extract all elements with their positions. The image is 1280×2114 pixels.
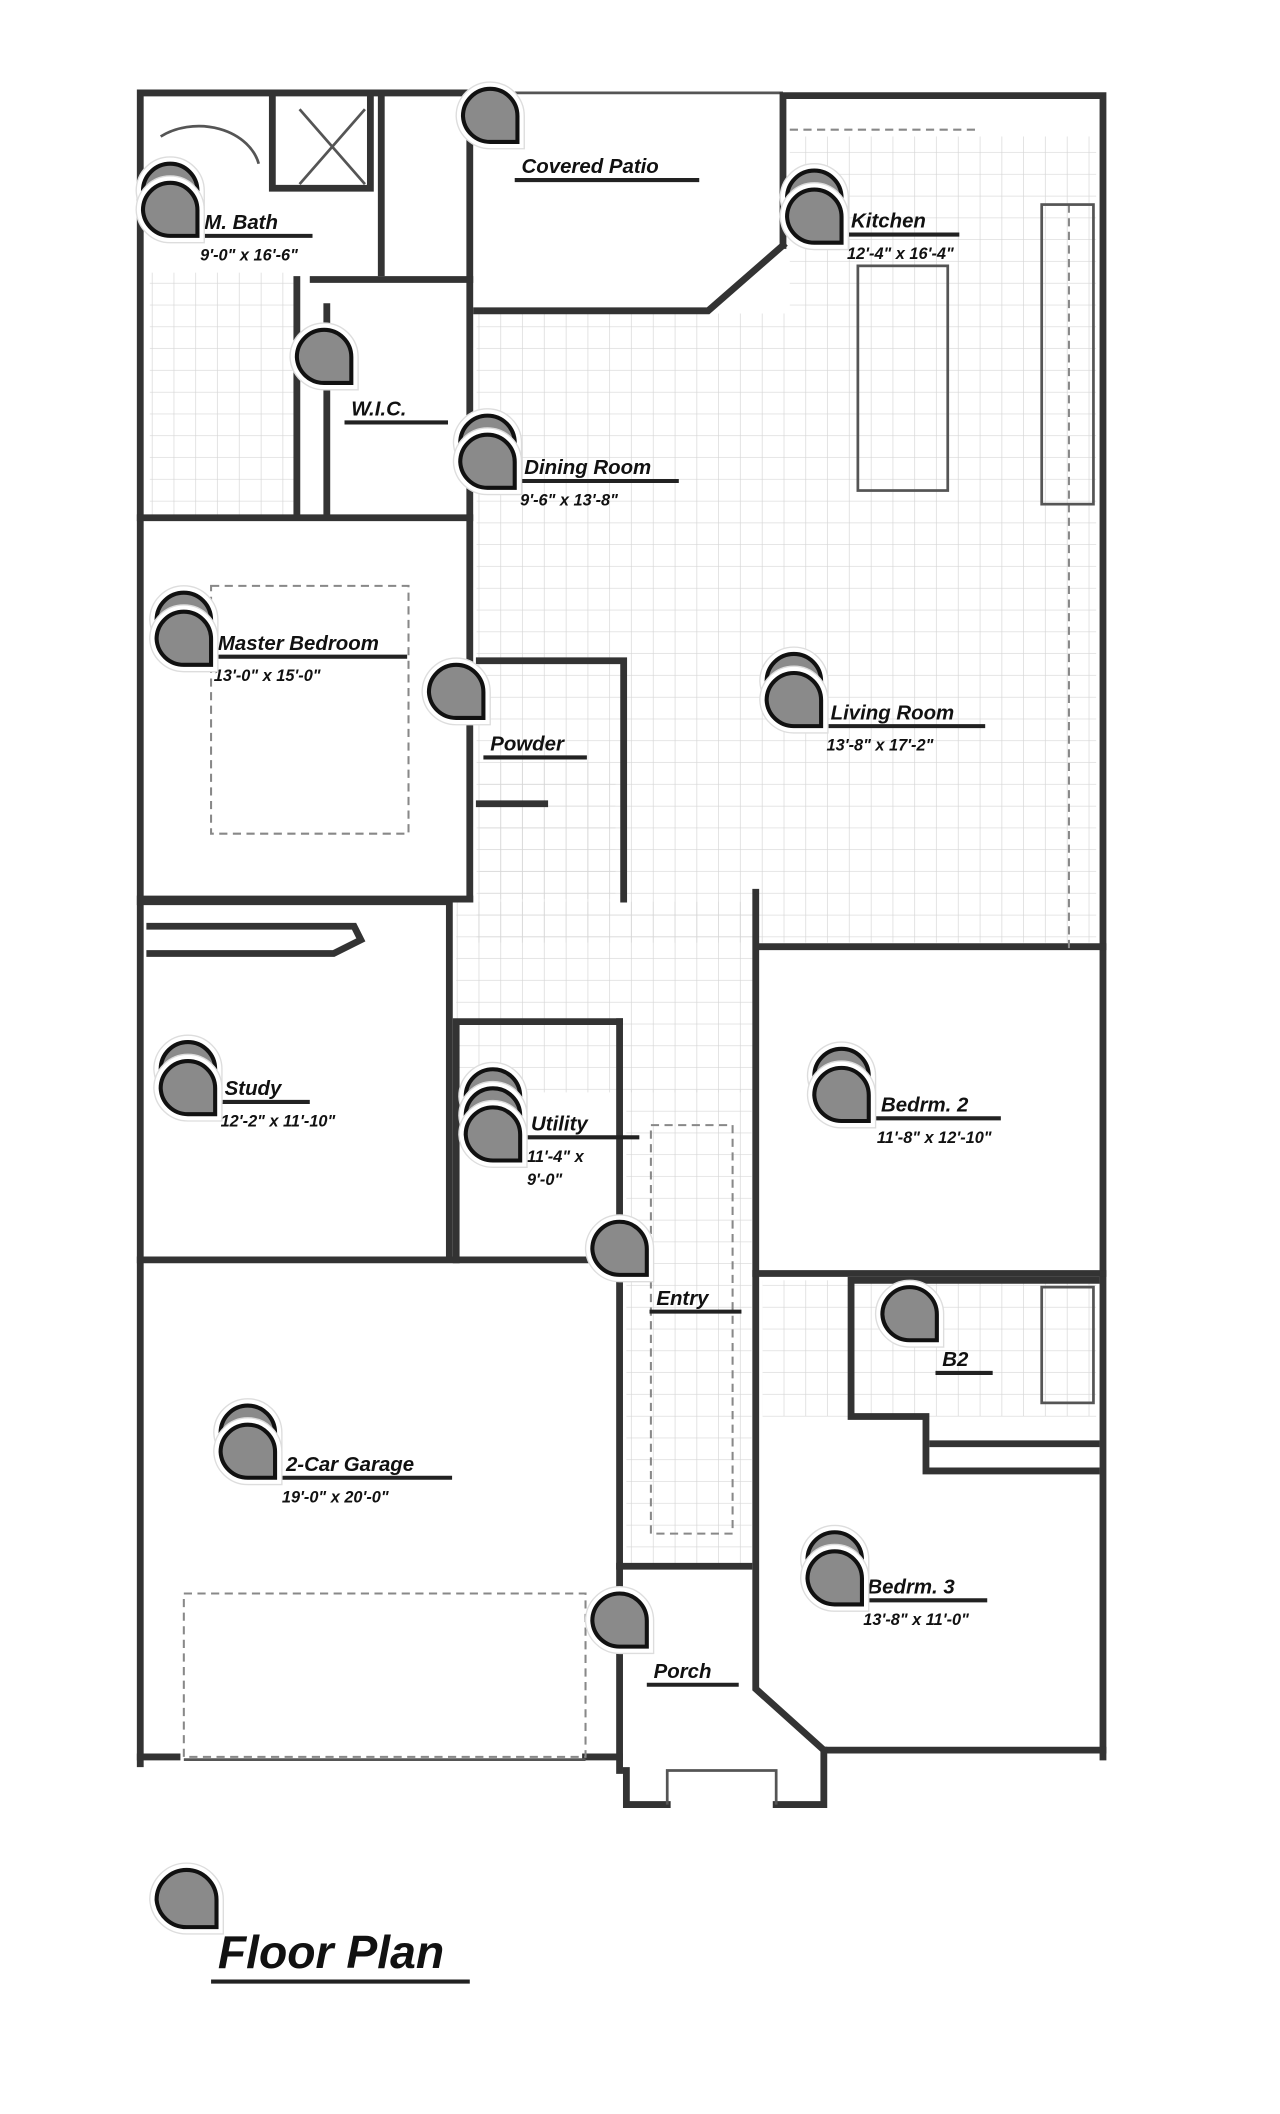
room-dimensions: 13'-8" x 11'-0" xyxy=(863,1611,969,1629)
room-name: 2-Car Garage xyxy=(285,1454,414,1476)
room-name: Bedrm. 2 xyxy=(881,1094,969,1116)
room-wic: W.I.C. xyxy=(289,322,448,425)
room-dimensions: 9'-6" x 13'-8" xyxy=(520,492,618,510)
room-bedrm-2: Bedrm. 2 11'-8" x 12'-10" xyxy=(806,1041,1001,1147)
room-name: Powder xyxy=(490,734,565,756)
photo-marker-icon xyxy=(149,1862,224,1935)
photo-marker-icon[interactable] xyxy=(455,81,525,150)
room-entry: Entry xyxy=(584,1214,742,1314)
room-dimensions: 11'-8" x 12'-10" xyxy=(877,1129,992,1147)
room-name: Study xyxy=(225,1078,283,1100)
room-utility: Utility 11'-4" x 9'-0" xyxy=(458,1061,640,1189)
room-powder: Powder xyxy=(421,657,587,760)
photo-marker-icon[interactable] xyxy=(759,665,829,734)
room-name: W.I.C. xyxy=(351,399,406,421)
room-dimensions: 12'-2" x 11'-10" xyxy=(221,1112,336,1130)
room-b2: B2 xyxy=(874,1279,993,1375)
legend: Floor Plan xyxy=(149,1862,470,1984)
walls xyxy=(136,89,1107,1808)
photo-marker-icon[interactable] xyxy=(584,1586,655,1655)
room-dimensions-line2: 9'-0" xyxy=(527,1171,562,1189)
photo-marker-icon[interactable] xyxy=(289,322,359,391)
photo-marker-icon[interactable] xyxy=(458,1099,528,1168)
room-name: Living Room xyxy=(831,702,955,724)
photo-marker-icon[interactable] xyxy=(153,1053,223,1122)
room-name: Covered Patio xyxy=(522,156,659,178)
room-bedrm-3: Bedrm. 3 13'-8" x 11'-0" xyxy=(799,1524,988,1629)
room-name: Kitchen xyxy=(851,211,926,233)
photo-marker-icon[interactable] xyxy=(421,657,491,726)
room-living-room: Living Room 13'-8" x 17'-2" xyxy=(759,646,986,755)
room-kitchen: Kitchen 12'-4" x 16'-4" xyxy=(779,163,960,263)
room-name: B2 xyxy=(942,1349,969,1371)
photo-marker-icon[interactable] xyxy=(874,1279,945,1348)
photo-marker-icon[interactable] xyxy=(452,427,523,496)
room-name: Bedrm. 3 xyxy=(867,1577,955,1599)
room-master-bedroom: Master Bedroom 13'-0" x 15'-0" xyxy=(149,585,408,685)
room-porch: Porch xyxy=(584,1586,739,1687)
room-garage: 2-Car Garage 19'-0" x 20'-0" xyxy=(213,1398,453,1506)
photo-marker-icon[interactable] xyxy=(799,1543,870,1612)
room-dimensions: 13'-0" x 15'-0" xyxy=(214,667,321,685)
room-covered-patio: Covered Patio xyxy=(455,81,700,183)
photo-marker-icon[interactable] xyxy=(135,175,205,244)
room-study: Study 12'-2" x 11'-10" xyxy=(153,1034,336,1130)
photo-marker-icon[interactable] xyxy=(149,604,219,673)
room-name: Utility xyxy=(531,1114,589,1136)
room-name: M. Bath xyxy=(204,212,278,234)
photo-marker-icon[interactable] xyxy=(213,1417,283,1486)
room-dimensions: 9'-0" x 16'-6" xyxy=(200,246,298,264)
room-dimensions: 19'-0" x 20'-0" xyxy=(282,1488,389,1506)
photo-marker-icon[interactable] xyxy=(584,1214,655,1283)
room-dimensions: 12'-4" x 16'-4" xyxy=(847,245,954,263)
room-name: Dining Room xyxy=(524,457,651,479)
room-m-bath: M. Bath 9'-0" x 16'-6" xyxy=(135,156,313,264)
room-name: Master Bedroom xyxy=(218,633,379,655)
photo-marker-icon[interactable] xyxy=(779,182,850,251)
photo-marker-icon[interactable] xyxy=(806,1060,877,1129)
plan-title: Floor Plan xyxy=(218,1926,444,1978)
room-dimensions: 11'-4" x xyxy=(527,1148,585,1166)
room-dining-room: Dining Room 9'-6" x 13'-8" xyxy=(452,408,679,510)
room-dimensions: 13'-8" x 17'-2" xyxy=(827,737,934,755)
room-name: Porch xyxy=(654,1661,712,1683)
room-name: Entry xyxy=(656,1288,710,1310)
